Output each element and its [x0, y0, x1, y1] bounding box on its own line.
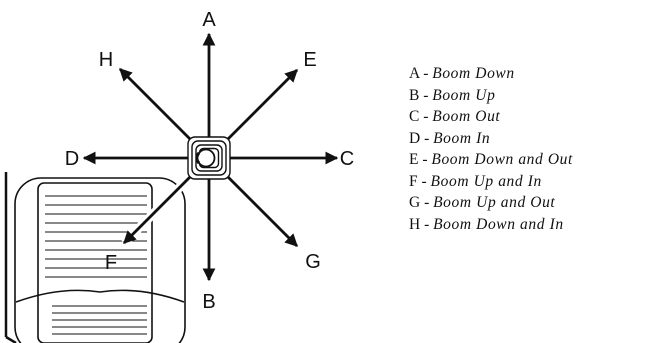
legend-item-c: C - Boom Out [409, 106, 573, 128]
legend-item-h: H - Boom Down and In [409, 214, 573, 236]
legend-key: E - [409, 151, 432, 168]
arrow-f [123, 170, 197, 244]
legend-item-f: F - Boom Up and In [409, 171, 573, 193]
legend-key: G - [409, 194, 434, 211]
direction-arrows [82, 32, 339, 282]
arrow-g [221, 170, 298, 247]
legend-description: Boom Up and In [430, 172, 542, 190]
legend-item-e: E - Boom Down and Out [409, 149, 573, 171]
legend-description: Boom Down and In [433, 215, 564, 233]
joystick-control-icon [187, 136, 231, 180]
legend-description: Boom Down [432, 65, 515, 82]
label-f: F [105, 252, 117, 274]
legend-description: Boom Out [432, 108, 501, 125]
label-b: B [202, 291, 215, 313]
arrow-h [119, 68, 197, 146]
arrow-e [221, 69, 298, 146]
label-a: A [202, 9, 216, 31]
legend-key: D - [409, 129, 434, 147]
legend-item-b: B - Boom Up [409, 85, 573, 107]
label-h: H [99, 49, 113, 71]
label-c: C [340, 148, 354, 170]
label-d: D [65, 148, 79, 170]
legend-description: Boom Down and Out [431, 151, 573, 168]
legend-key: H - [409, 215, 434, 233]
legend-description: Boom Up [432, 86, 496, 104]
legend-item-d: D - Boom In [409, 128, 573, 150]
direction-legend: A - Boom Down B - Boom Up C - Boom Out D… [409, 63, 573, 235]
legend-key: B - [409, 86, 433, 104]
legend-key: C - [409, 108, 433, 125]
legend-description: Boom Up and Out [433, 194, 556, 211]
legend-description: Boom In [433, 129, 491, 147]
legend-item-g: G - Boom Up and Out [409, 192, 573, 214]
label-e: E [303, 49, 316, 71]
operator-seat-icon [4, 172, 186, 343]
legend-item-a: A - Boom Down [409, 63, 573, 85]
label-g: G [305, 251, 321, 273]
legend-key: A - [409, 65, 433, 82]
legend-key: F - [409, 172, 431, 190]
